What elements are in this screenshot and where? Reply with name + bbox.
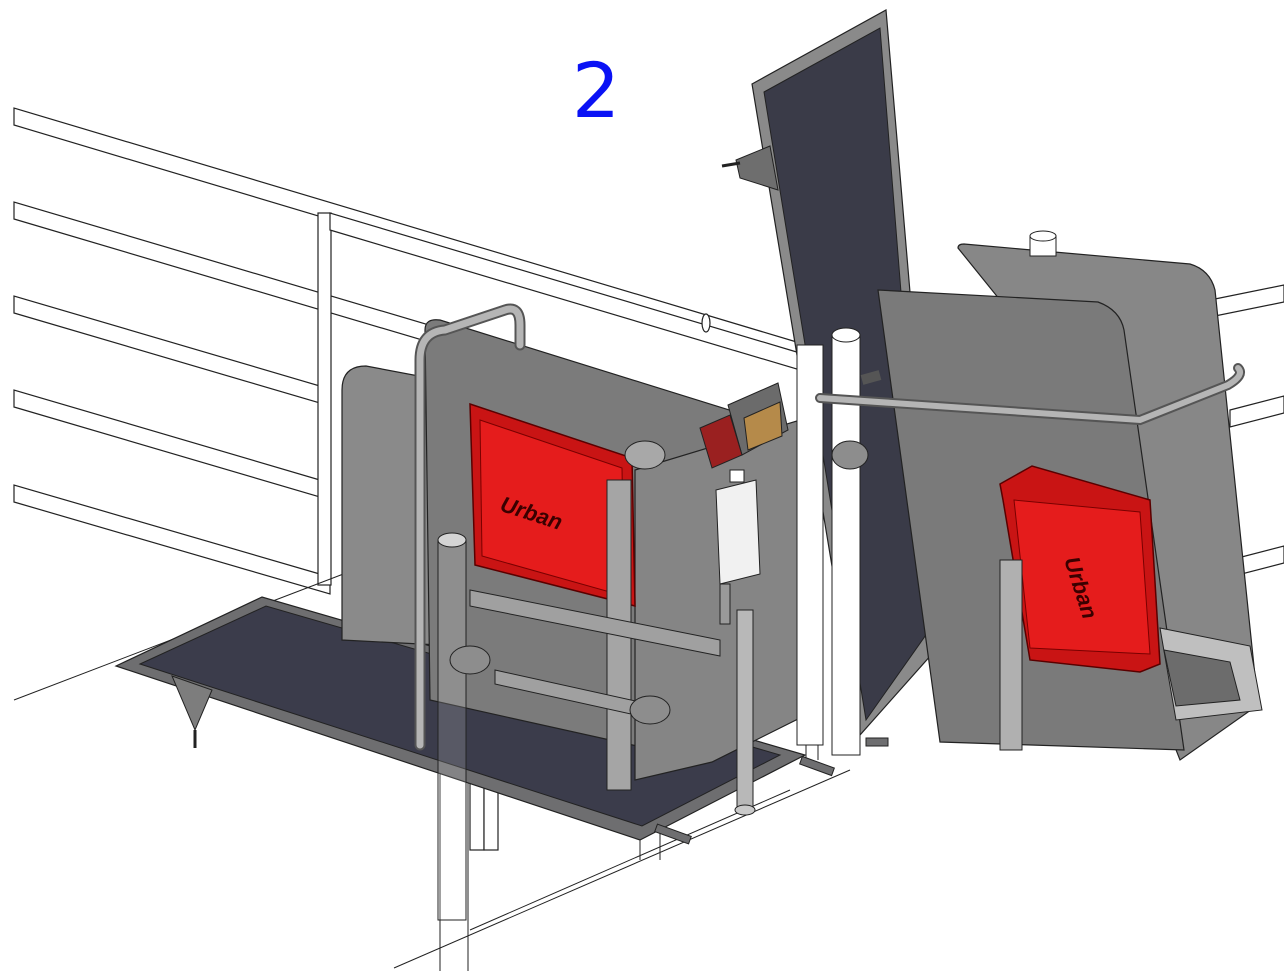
- sensor-head: [699, 382, 789, 469]
- fence-rail: [13, 295, 331, 407]
- rail-clamp: [701, 313, 711, 333]
- fence-post: [317, 212, 332, 586]
- tall-divider-panel: [721, 9, 941, 756]
- support-post: [796, 344, 824, 746]
- support-post: [999, 559, 1023, 751]
- left-feeding-unit: Urban: [114, 303, 835, 921]
- floor-bracket: [654, 823, 692, 845]
- fence-rail-upper-right: [329, 212, 801, 371]
- support-post: [437, 539, 467, 921]
- right-feeding-unit: Urban: [815, 230, 1263, 761]
- fence-rail-right: [1229, 395, 1284, 428]
- floor-bracket: [865, 737, 889, 747]
- fence-rail: [13, 389, 331, 501]
- tray-leg: [171, 675, 213, 732]
- fence: [13, 107, 1284, 851]
- support-post: [736, 609, 754, 811]
- step-number: 2: [571, 46, 621, 135]
- panel-bracket: [735, 145, 779, 191]
- fence-rail-right: [1209, 284, 1284, 318]
- floor-bracket: [799, 755, 835, 777]
- fence-rail: [13, 484, 331, 595]
- dispenser-icon: [715, 469, 761, 625]
- cross-bar: [469, 589, 721, 657]
